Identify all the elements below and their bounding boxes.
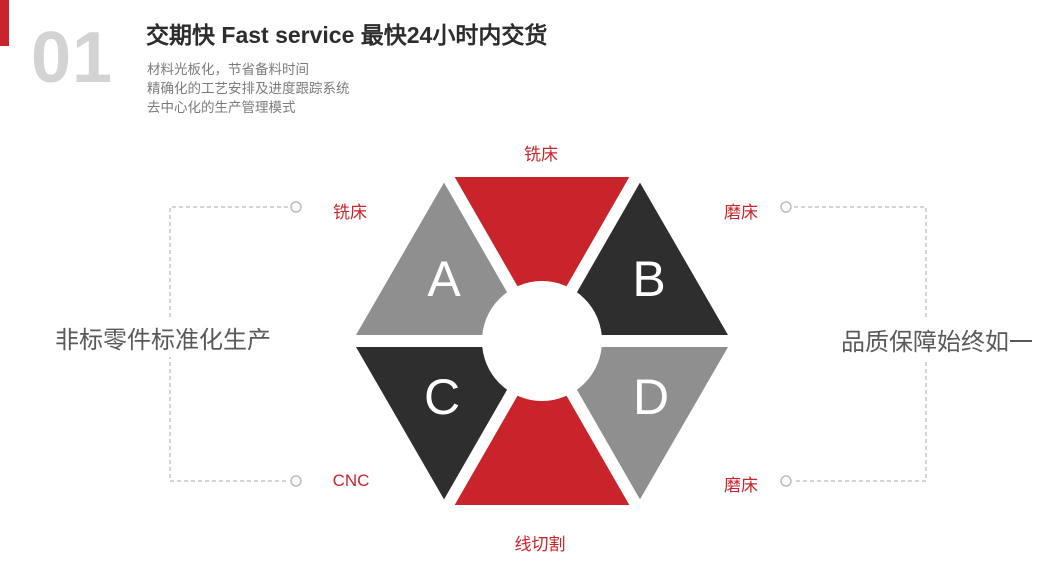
section-subtitle: 材料光板化，节省备料时间 精确化的工艺安排及进度跟踪系统 去中心化的生产管理模式 (147, 60, 350, 117)
connector-dot-lower-left (290, 475, 302, 487)
connector-dot-lower-right (780, 475, 792, 487)
subtitle-line-3: 去中心化的生产管理模式 (147, 100, 296, 115)
segment-letter-c: C (424, 369, 460, 425)
subtitle-line-2: 精确化的工艺安排及进度跟踪系统 (147, 81, 350, 96)
label-upper-right-grinding: 磨床 (724, 203, 758, 222)
label-lower-left-cnc: CNC (332, 471, 370, 490)
section-title: 交期快 Fast service 最快24小时内交货 (146, 22, 548, 48)
segment-letter-a: A (427, 251, 461, 307)
label-upper-left-milling: 铣床 (333, 203, 367, 222)
connector-dot-upper-right (780, 201, 792, 213)
left-caption: 非标零件标准化生产 (52, 318, 274, 357)
segment-letter-d: D (633, 369, 669, 425)
connector-dot-upper-left (290, 201, 302, 213)
label-bottom-wirecut: 线切割 (514, 535, 566, 554)
accent-bar (0, 0, 9, 46)
section-number: 01 (31, 18, 114, 98)
label-lower-right-grinding: 磨床 (724, 476, 758, 495)
center-circle (482, 281, 602, 401)
label-top-milling: 铣床 (524, 145, 558, 164)
right-caption: 品质保障始终如一 (838, 320, 1036, 359)
segment-letter-b: B (632, 251, 665, 307)
subtitle-line-1: 材料光板化，节省备料时间 (147, 62, 309, 77)
